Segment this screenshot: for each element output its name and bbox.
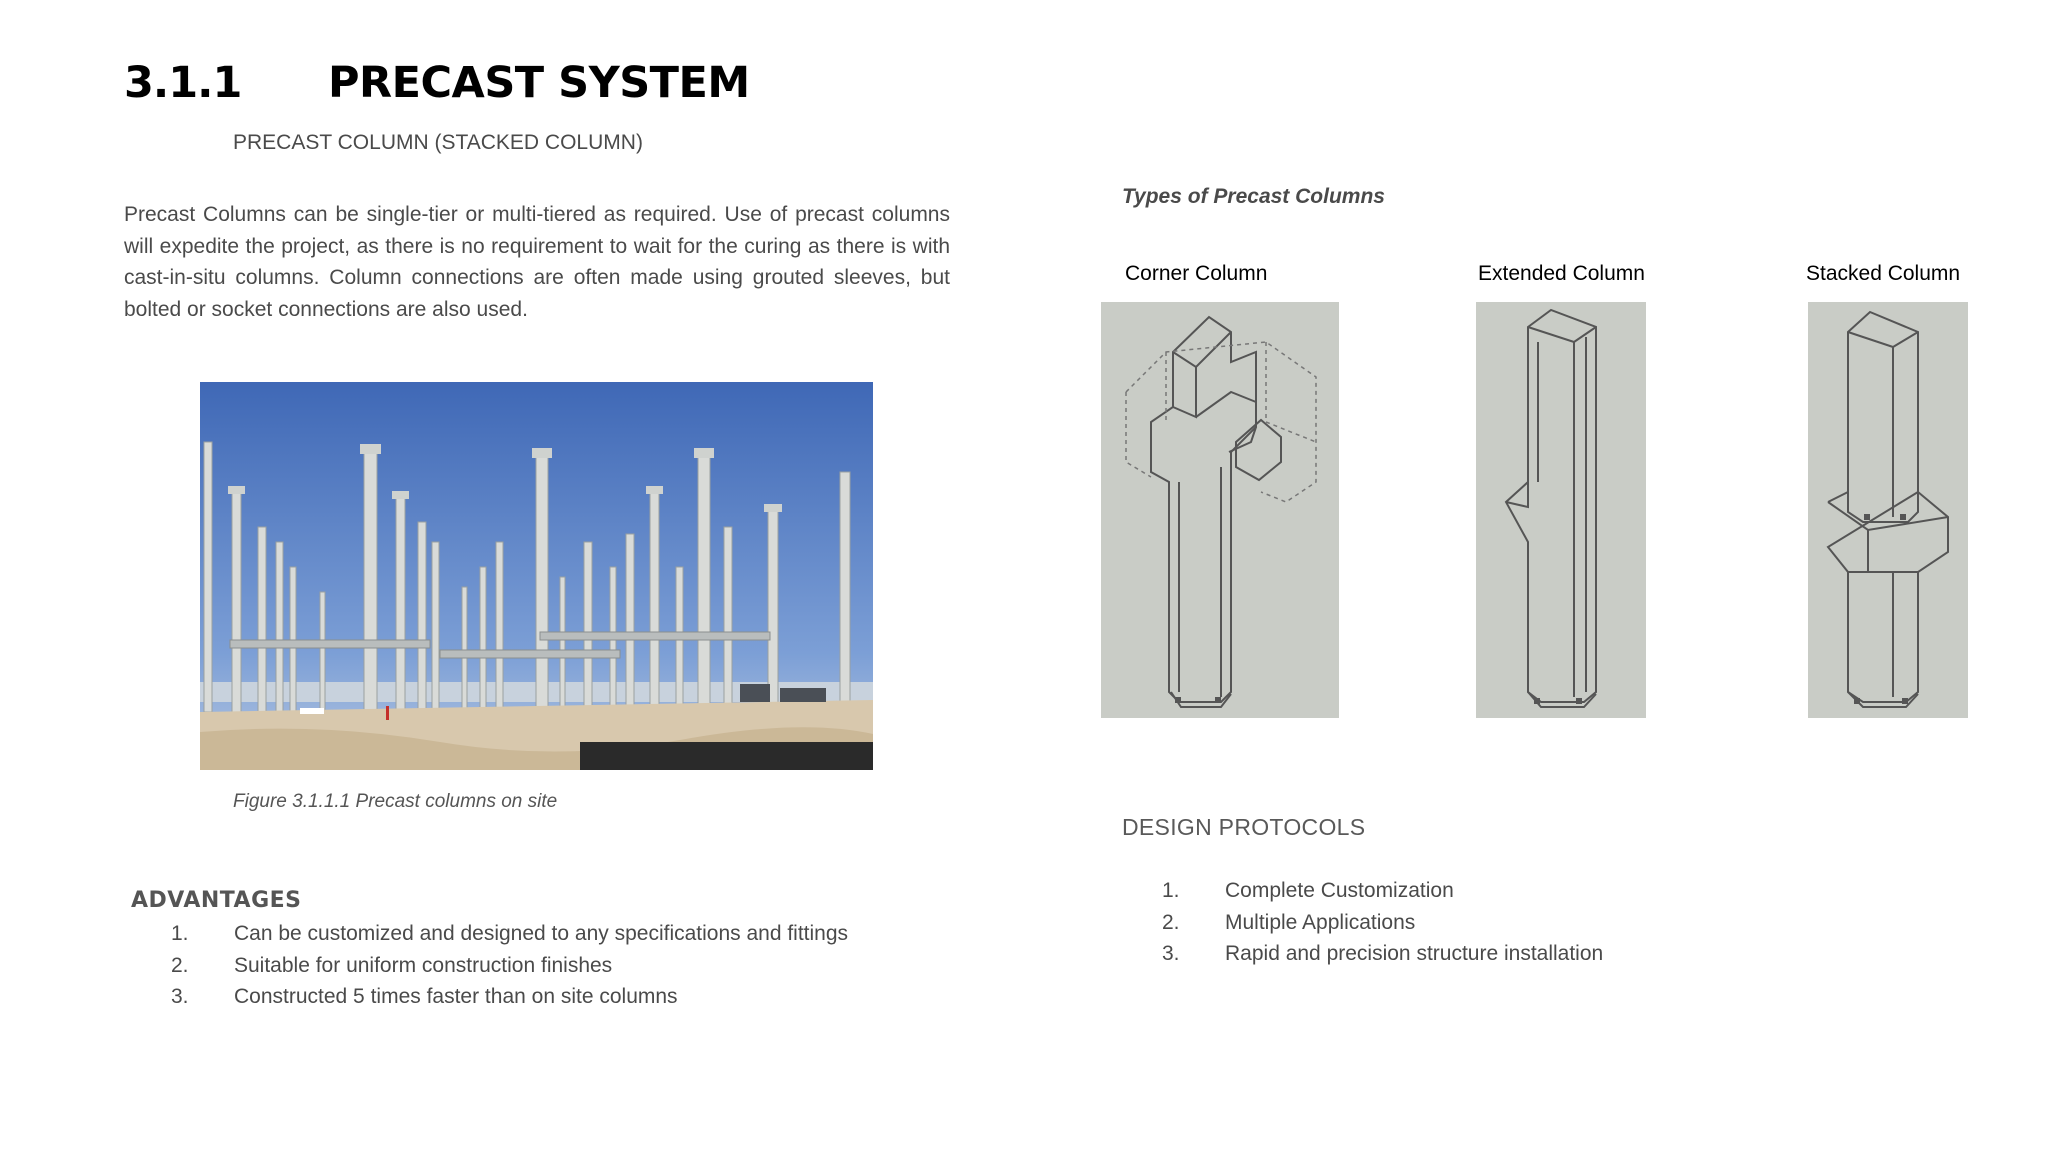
section-subtitle: PRECAST COLUMN (STACKED COLUMN) (233, 131, 643, 154)
list-number: 2. (1162, 910, 1180, 934)
list-text: Multiple Applications (1225, 910, 1416, 934)
extended-column-label: Extended Column (1478, 262, 1645, 285)
figure-caption: Figure 3.1.1.1 Precast columns on site (233, 791, 558, 812)
corner-column-label: Corner Column (1125, 262, 1268, 285)
list-item: 2. Multiple Applications (1162, 907, 1862, 939)
stacked-column-drawing (1808, 302, 1968, 718)
corner-column-drawing (1101, 302, 1339, 718)
list-text: Can be customized and designed to any sp… (234, 922, 849, 945)
list-number: 3. (1162, 942, 1180, 965)
advantages-heading: ADVANTAGES (131, 888, 302, 913)
list-number: 2. (171, 953, 189, 977)
design-protocols-list: 1. Complete Customization 2. Multiple Ap… (1162, 875, 1862, 970)
advantages-list: 1. Can be customized and designed to any… (171, 918, 951, 1013)
types-heading: Types of Precast Columns (1122, 185, 1385, 208)
design-protocols-heading: DESIGN PROTOCOLS (1122, 814, 1366, 840)
extended-column-drawing (1476, 302, 1646, 718)
list-text: Suitable for uniform construction finish… (234, 953, 613, 977)
list-item: 1. Complete Customization (1162, 875, 1862, 907)
list-number: 1. (1162, 879, 1180, 902)
list-item: 2. Suitable for uniform construction fin… (171, 950, 951, 982)
list-item: 3. Rapid and precision structure install… (1162, 938, 1862, 970)
section-number: 3.1.1 (124, 58, 242, 108)
list-text: Constructed 5 times faster than on site … (234, 985, 678, 1008)
stacked-column-label: Stacked Column (1806, 262, 1961, 285)
list-number: 1. (171, 922, 189, 945)
list-item: 1. Can be customized and designed to any… (171, 918, 951, 950)
list-text: Complete Customization (1225, 879, 1454, 902)
list-text: Rapid and precision structure installati… (1225, 942, 1604, 965)
intro-paragraph: Precast Columns can be single-tier or mu… (124, 203, 950, 321)
page-title: PRECAST SYSTEM (328, 58, 750, 108)
site-photo (200, 382, 873, 770)
list-number: 3. (171, 985, 189, 1008)
list-item: 3. Constructed 5 times faster than on si… (171, 981, 951, 1013)
